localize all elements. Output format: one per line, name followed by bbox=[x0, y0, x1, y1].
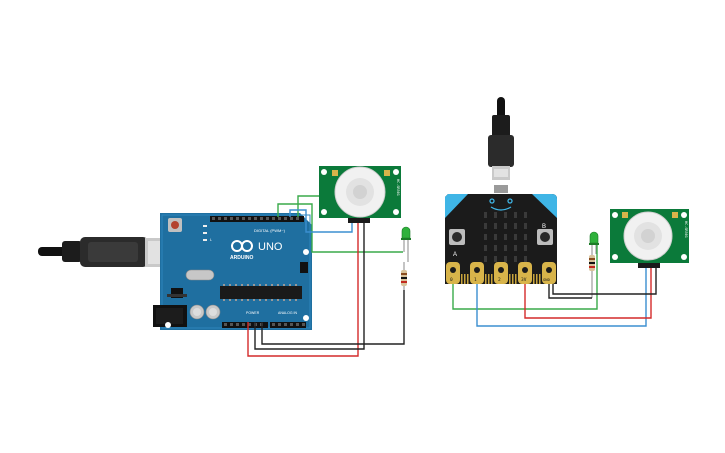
pad-2-label: 2 bbox=[498, 277, 501, 283]
analog-header[interactable] bbox=[270, 322, 306, 328]
pir-dome-icon bbox=[623, 211, 673, 261]
atmega-chip bbox=[220, 286, 302, 299]
pad-gnd-label: GND bbox=[543, 277, 551, 282]
l-label: L bbox=[210, 238, 212, 242]
analog-label: ANALOG IN bbox=[278, 311, 298, 315]
status-leds bbox=[203, 225, 207, 241]
edge-connector[interactable] bbox=[445, 262, 557, 284]
pir-right-label: HC-SR501 bbox=[684, 221, 688, 238]
pir-dome-icon bbox=[334, 166, 386, 218]
pad-3v-label: 3V bbox=[521, 277, 527, 283]
brand-label: ARDUINO bbox=[230, 255, 253, 261]
crystal bbox=[185, 269, 215, 281]
microbit-face-icon bbox=[489, 198, 513, 211]
arduino-uno-board[interactable]: DIGITAL (PWM~) UNO ARDUINO L bbox=[153, 213, 312, 330]
arduino-wires bbox=[247, 195, 405, 357]
led-left[interactable] bbox=[401, 226, 411, 262]
resistor-right[interactable] bbox=[589, 254, 595, 298]
microbit-wires bbox=[452, 245, 657, 327]
arduino-logo-icon bbox=[231, 240, 253, 252]
microbit-usb-cable[interactable] bbox=[488, 97, 514, 193]
capacitors bbox=[189, 304, 221, 320]
arduino-usb-cable[interactable] bbox=[38, 237, 181, 267]
pir-sensor-right[interactable]: HC-SR501 bbox=[610, 209, 689, 268]
button-b[interactable] bbox=[537, 229, 553, 245]
pir-left-label: HC-SR501 bbox=[396, 179, 400, 196]
button-a[interactable] bbox=[449, 229, 465, 245]
resistor-left[interactable] bbox=[401, 262, 407, 290]
led-right[interactable] bbox=[589, 231, 599, 254]
pad-0-label: 0 bbox=[450, 277, 453, 283]
pir-sensor-left[interactable]: HC-SR501 bbox=[319, 166, 401, 223]
model-label: UNO bbox=[258, 241, 283, 253]
led-matrix bbox=[484, 212, 527, 262]
power-label: POWER bbox=[246, 311, 260, 315]
button-b-label: B bbox=[542, 224, 546, 230]
microbit-board[interactable]: A B bbox=[445, 194, 557, 284]
button-a-label: A bbox=[453, 252, 457, 258]
digital-label: DIGITAL (PWM~) bbox=[254, 228, 286, 233]
pad-1-label: 1 bbox=[474, 277, 477, 283]
